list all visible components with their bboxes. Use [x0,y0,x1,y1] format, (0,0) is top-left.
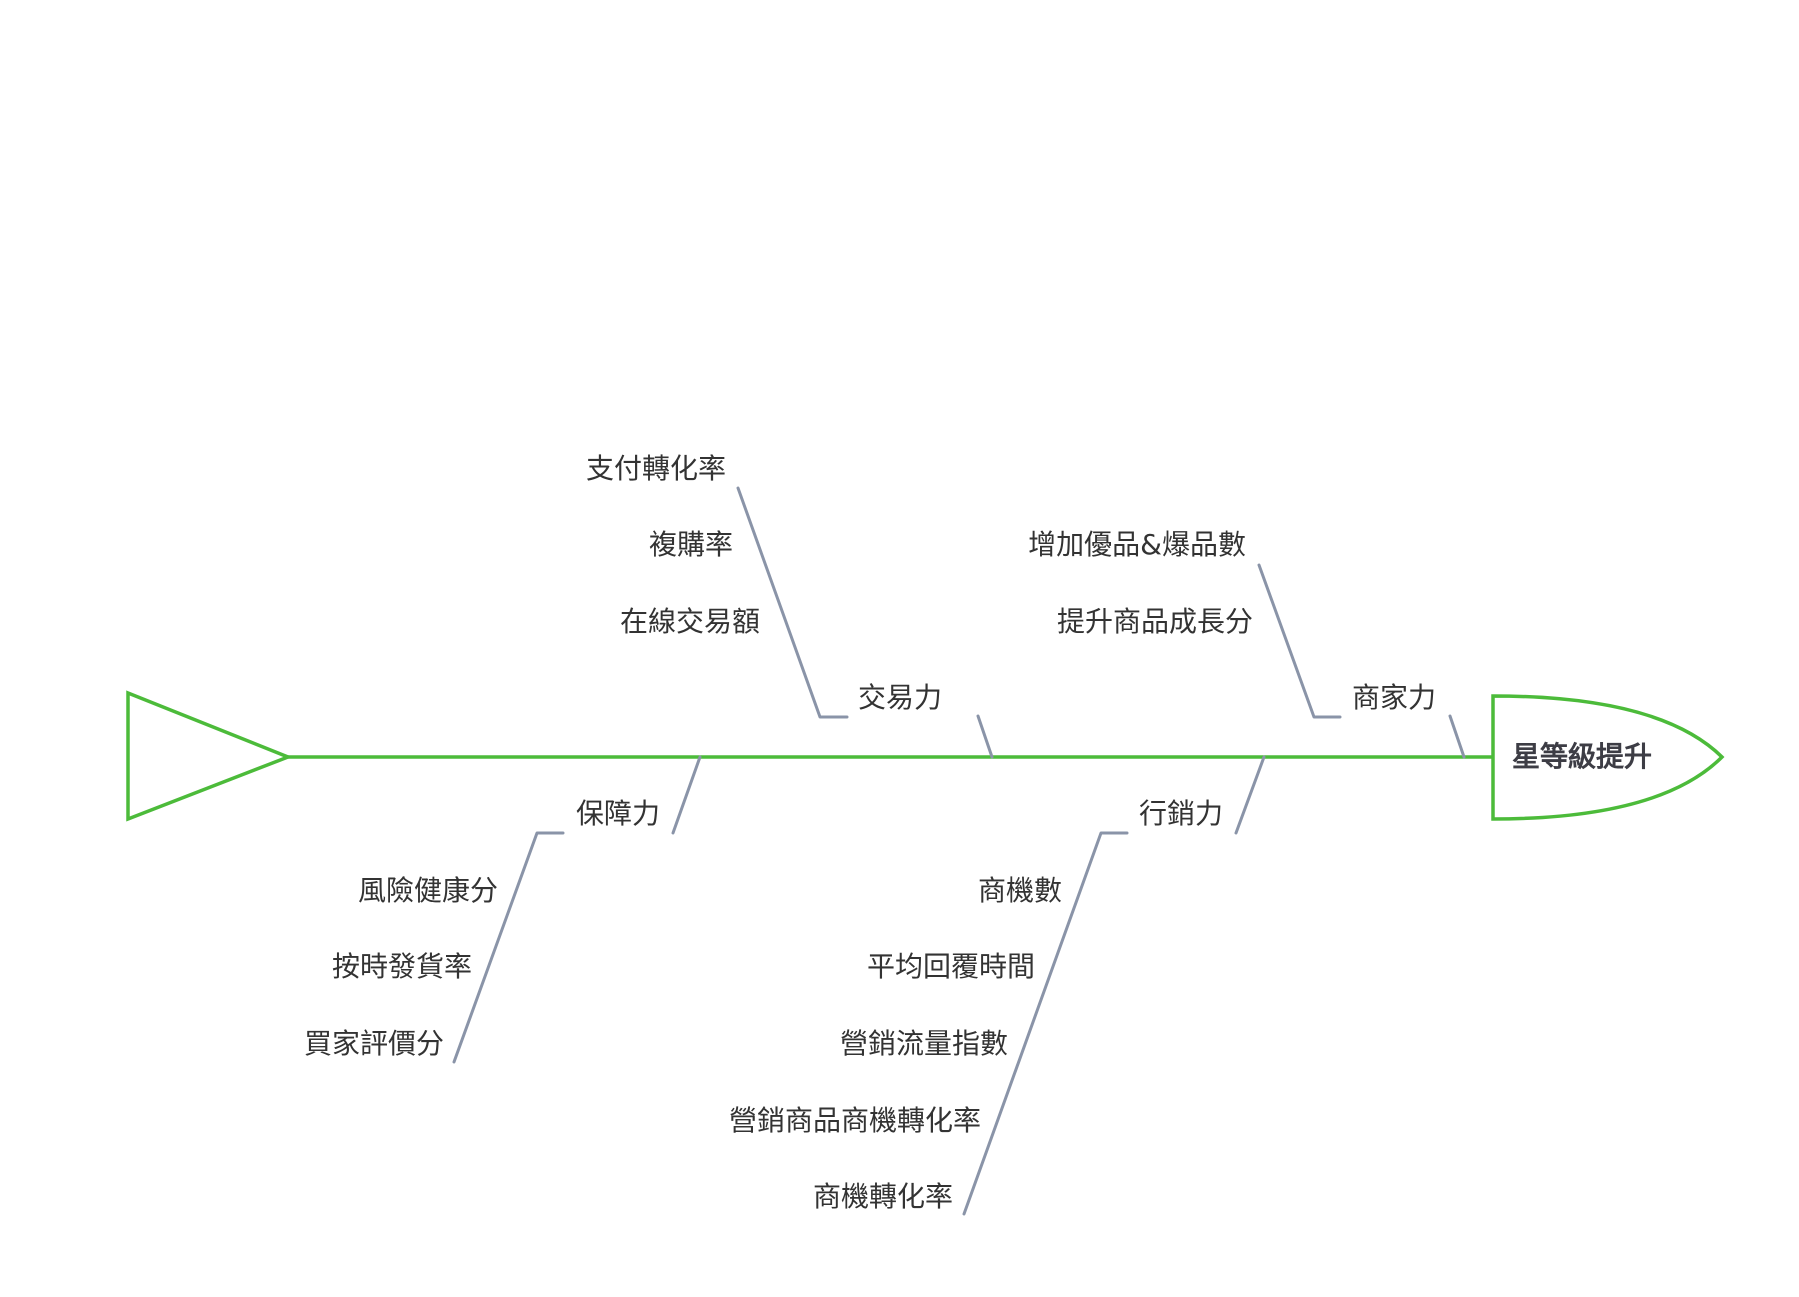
bone-jiaoyili [736,486,849,719]
category-label-shangjiali: 商家力 [1352,681,1437,714]
cause-label: 複購率 [648,528,733,561]
bone-jiaoyili-stub [976,714,994,759]
cause-label: 營銷商品商機轉化率 [728,1104,981,1137]
cause-label: 提升商品成長分 [1056,605,1253,638]
bone-shangjiali [1257,563,1342,719]
cause-label: 按時發貨率 [331,950,472,983]
cause-label: 商機轉化率 [812,1180,953,1213]
fish-head [1491,694,1725,821]
bone-shangjiali-stub [1448,714,1466,759]
bone-baozhangli [452,831,565,1064]
cause-label: 平均回覆時間 [866,950,1035,983]
category-label-xingxiaoli: 行銷力 [1139,797,1224,830]
bone-baozhangli-stub [671,755,702,835]
effect-label: 星等級提升 [1512,740,1653,773]
cause-label: 商機數 [977,874,1062,907]
fish-tail [126,690,293,822]
cause-label: 買家評價分 [303,1027,444,1060]
cause-label: 營銷流量指數 [839,1027,1008,1060]
bone-xingxiaoli-stub [1234,755,1266,835]
bone-xingxiaoli [962,831,1129,1216]
cause-label: 支付轉化率 [585,452,726,485]
cause-label: 增加優品&爆品數 [1028,528,1246,561]
category-label-baozhangli: 保障力 [576,797,661,830]
category-label-jiaoyili: 交易力 [858,681,943,714]
cause-label: 風險健康分 [357,874,498,907]
cause-label: 在線交易額 [619,605,760,638]
